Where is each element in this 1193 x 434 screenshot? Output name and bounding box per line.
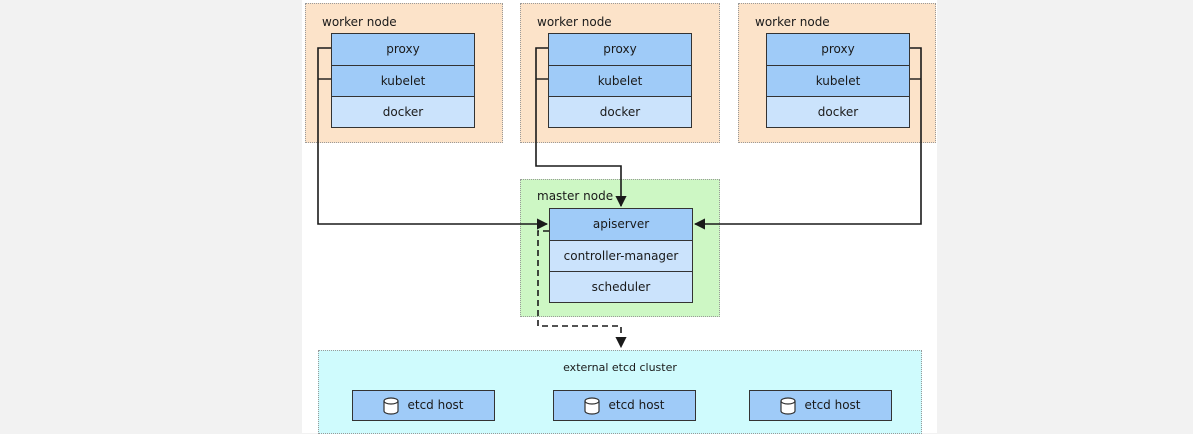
master-node-title: master node	[537, 189, 614, 203]
scheduler-component: scheduler	[550, 271, 692, 302]
worker-node-title: worker node	[537, 15, 612, 29]
worker-node-3-stack: proxy kubelet docker	[766, 33, 910, 128]
worker-node-1-stack: proxy kubelet docker	[331, 33, 475, 128]
proxy-component: proxy	[332, 34, 474, 65]
kubelet-component: kubelet	[767, 65, 909, 96]
etcd-host-2: etcd host	[553, 390, 696, 421]
kubelet-component: kubelet	[332, 65, 474, 96]
etcd-host-3: etcd host	[749, 390, 892, 421]
worker-node-title: worker node	[755, 15, 830, 29]
controller-manager-component: controller-manager	[550, 240, 692, 271]
docker-component: docker	[767, 96, 909, 127]
docker-component: docker	[549, 96, 691, 127]
worker-node-title: worker node	[322, 15, 397, 29]
database-icon	[780, 396, 797, 415]
docker-component: docker	[332, 96, 474, 127]
worker-node-2-stack: proxy kubelet docker	[548, 33, 692, 128]
database-icon	[584, 396, 601, 415]
proxy-component: proxy	[767, 34, 909, 65]
etcd-cluster-title: external etcd cluster	[563, 361, 677, 374]
master-node-stack: apiserver controller-manager scheduler	[549, 208, 693, 303]
etcd-host-1: etcd host	[352, 390, 495, 421]
etcd-host-label: etcd host	[608, 398, 665, 412]
kubelet-component: kubelet	[549, 65, 691, 96]
apiserver-component: apiserver	[550, 209, 692, 240]
etcd-host-label: etcd host	[407, 398, 464, 412]
etcd-host-label: etcd host	[804, 398, 861, 412]
proxy-component: proxy	[549, 34, 691, 65]
database-icon	[383, 396, 400, 415]
